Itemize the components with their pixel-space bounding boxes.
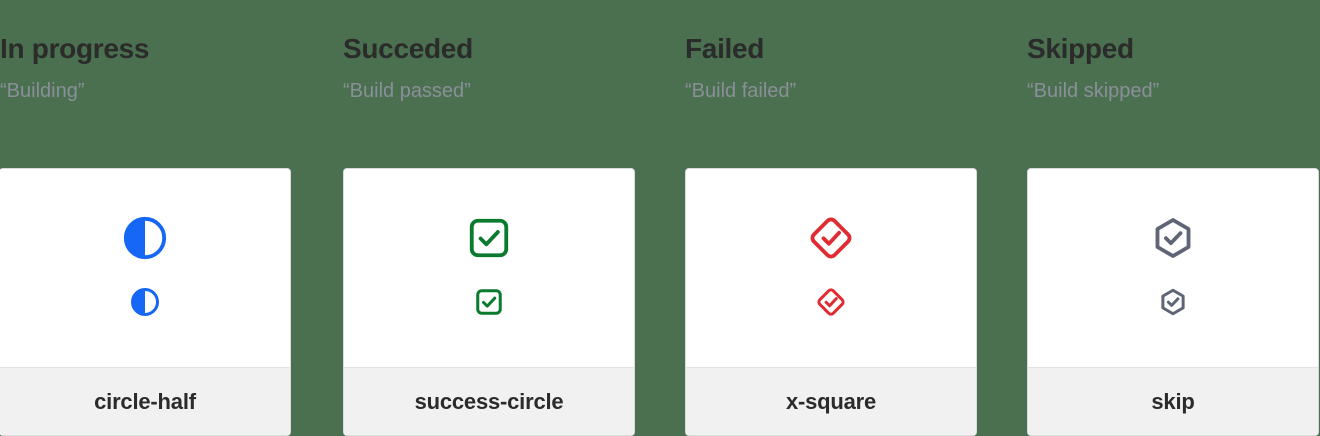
skip-icon-small xyxy=(1158,287,1188,317)
status-column-skipped: Skipped “Build skipped” xyxy=(1025,0,1320,436)
icon-card-body xyxy=(0,169,290,367)
icon-card-skip[interactable]: skip xyxy=(1027,168,1319,436)
icon-card-body xyxy=(344,169,634,367)
icon-card-body xyxy=(686,169,976,367)
column-title: Succeded xyxy=(343,33,473,64)
column-subtitle: “Build failed” xyxy=(685,80,797,103)
icon-card-body xyxy=(1028,169,1318,367)
icon-card-circle-half[interactable]: circle-half xyxy=(0,168,291,436)
skip-icon xyxy=(1150,215,1196,261)
column-header-in-progress: In progress “Building” xyxy=(0,0,341,168)
icon-card-footer: success-circle xyxy=(344,367,634,435)
column-subtitle: “Building” xyxy=(0,80,85,103)
column-subtitle: “Build skipped” xyxy=(1027,80,1160,103)
icon-name-label: success-circle xyxy=(414,388,564,414)
status-column-failed: Failed “Build failed” xyxy=(683,0,1025,436)
circle-half-icon xyxy=(122,215,168,261)
icon-name-label: x-square xyxy=(785,388,877,414)
column-header-skipped: Skipped “Build skipped” xyxy=(1027,0,1320,168)
column-subtitle: “Build passed” xyxy=(343,80,471,103)
x-square-icon-small xyxy=(816,287,846,317)
x-square-icon xyxy=(808,215,854,261)
column-header-failed: Failed “Build failed” xyxy=(685,0,1025,168)
success-circle-icon xyxy=(466,215,512,261)
icon-name-label: skip xyxy=(1151,388,1195,414)
icon-card-footer: skip xyxy=(1028,367,1318,435)
status-column-in-progress: In progress “Building” xyxy=(0,0,341,436)
column-title: Failed xyxy=(685,33,765,64)
column-title: Skipped xyxy=(1027,33,1134,64)
circle-half-icon-small xyxy=(130,287,160,317)
column-title: In progress xyxy=(0,33,150,64)
icon-card-success-circle[interactable]: success-circle xyxy=(343,168,635,436)
icon-name-label: circle-half xyxy=(94,388,196,414)
status-column-succeded: Succeded “Build passed” xyxy=(341,0,683,436)
icon-card-footer: circle-half xyxy=(0,367,290,435)
icon-card-x-square[interactable]: x-square xyxy=(685,168,977,436)
icon-card-footer: x-square xyxy=(686,367,976,435)
success-circle-icon-small xyxy=(474,287,504,317)
column-header-succeded: Succeded “Build passed” xyxy=(343,0,683,168)
